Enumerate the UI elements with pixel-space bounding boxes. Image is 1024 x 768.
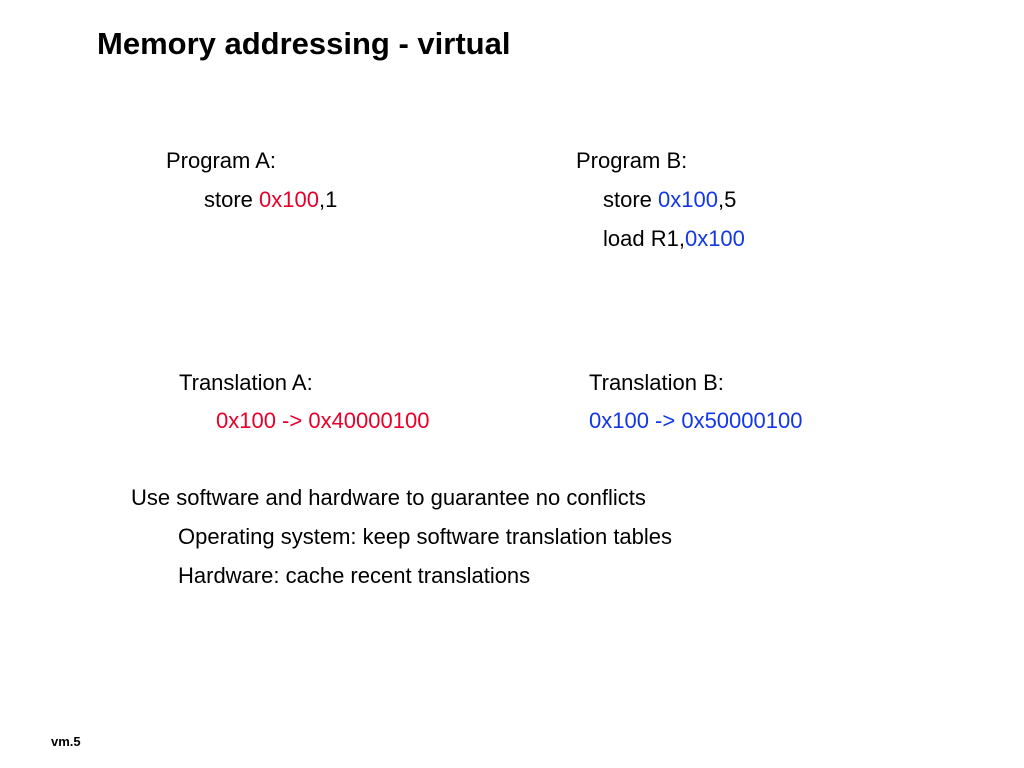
note-operating-system: Operating system: keep software translat… xyxy=(178,524,673,549)
program-a-store-line: store 0x100,1 xyxy=(204,189,337,211)
translation-b-label: Translation B: xyxy=(589,370,724,395)
slide-footer-label: vm.5 xyxy=(51,734,81,749)
program-b-store-suffix: ,5 xyxy=(717,187,737,212)
program-b-store-line: store 0x100,5 xyxy=(603,189,736,211)
program-b-store-prefix: store xyxy=(603,187,659,212)
program-a-store-suffix: ,1 xyxy=(318,187,338,212)
translation-b-mapping: 0x100 -> 0x50000100 xyxy=(589,408,803,433)
program-b-store-address: 0x100 xyxy=(658,187,718,212)
program-a-store-prefix: store xyxy=(204,187,260,212)
program-b-load-line: load R1,0x100 xyxy=(603,228,745,250)
note-main: Use software and hardware to guarantee n… xyxy=(131,485,646,510)
program-b-label: Program B: xyxy=(576,148,688,173)
translation-a-label: Translation A: xyxy=(179,370,313,395)
slide-title: Memory addressing - virtual xyxy=(97,26,511,61)
note-hardware: Hardware: cache recent translations xyxy=(178,563,531,588)
translation-a-mapping: 0x100 -> 0x40000100 xyxy=(216,408,430,433)
program-b-load-address: 0x100 xyxy=(684,226,745,251)
program-a-store-address: 0x100 xyxy=(259,187,319,212)
program-b-load-prefix: load R1, xyxy=(603,226,685,251)
program-a-label: Program A: xyxy=(166,148,277,173)
